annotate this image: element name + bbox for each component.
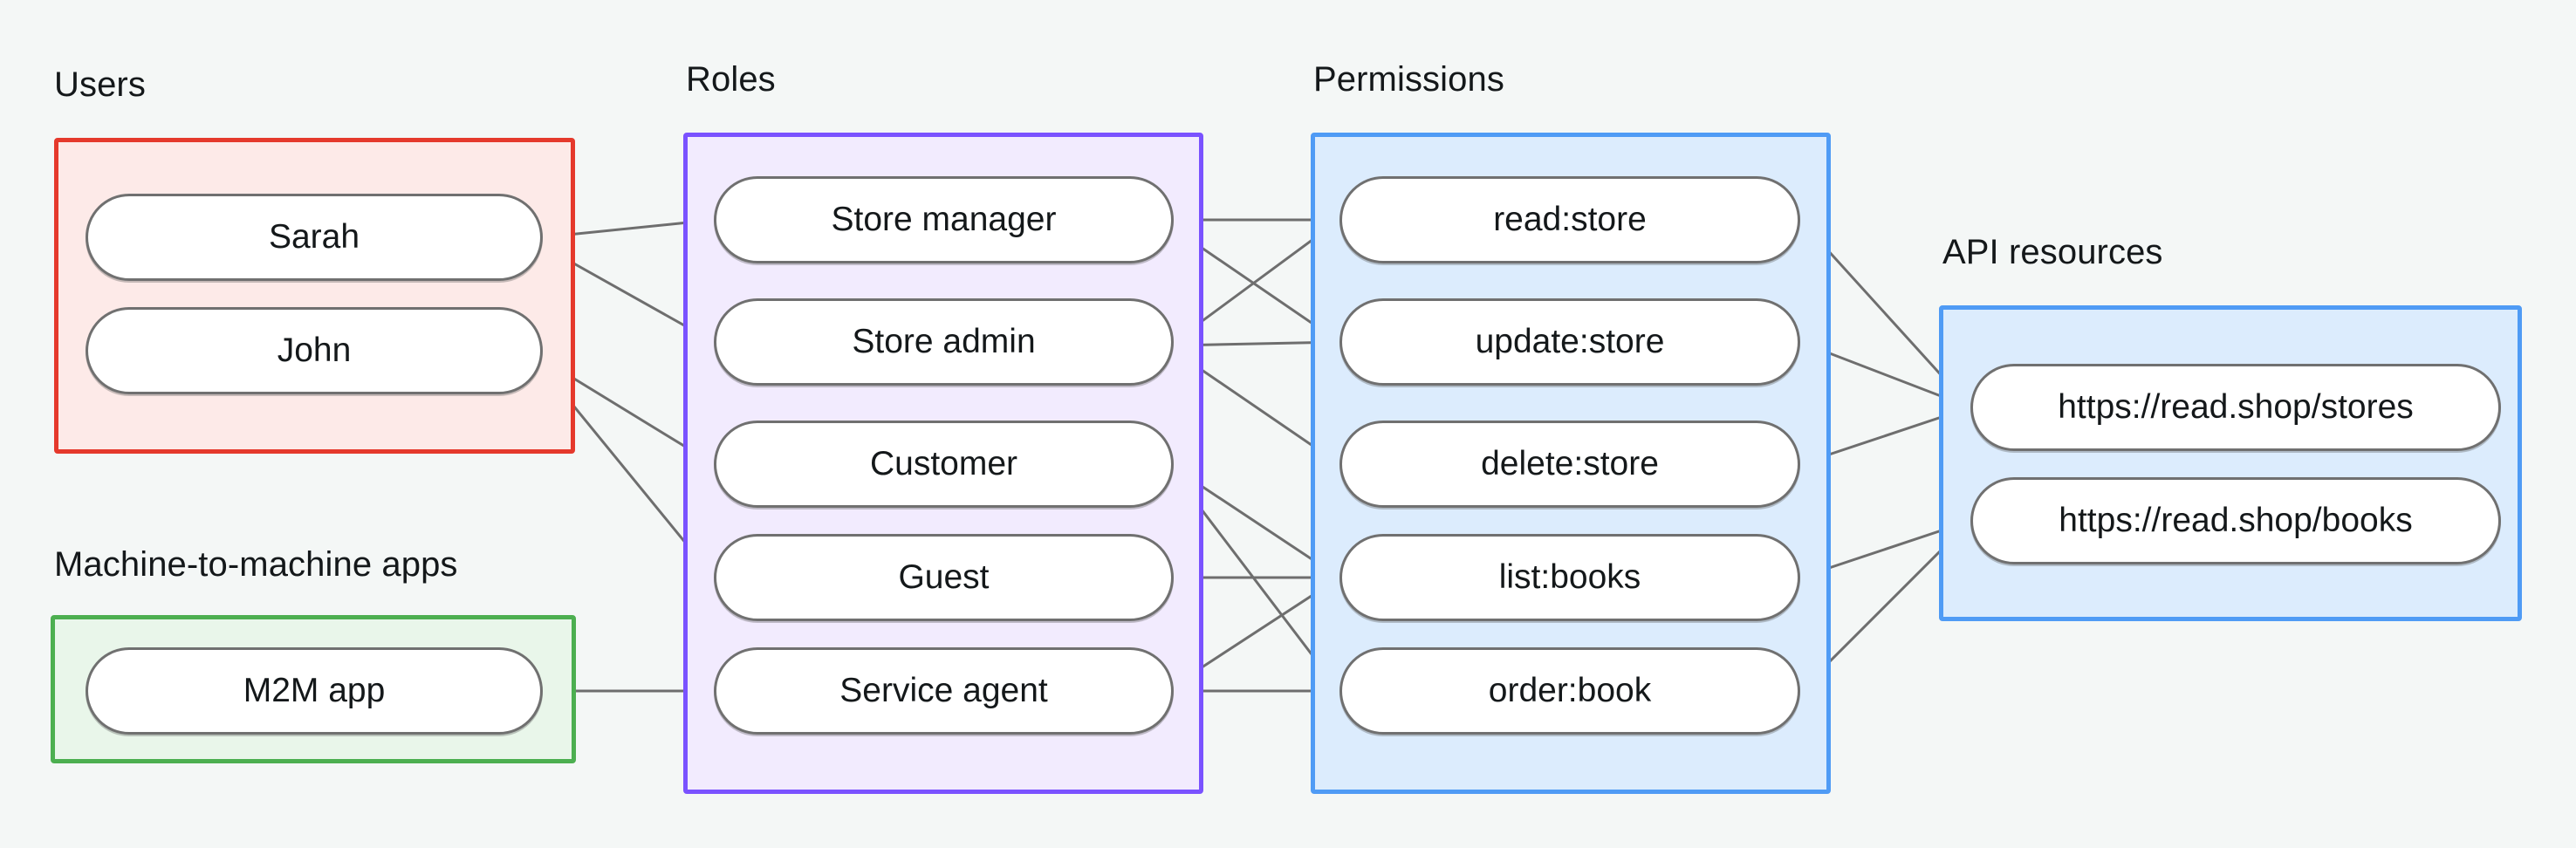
- node-read_store[interactable]: read:store: [1339, 176, 1800, 263]
- group-box-api: [1939, 305, 2522, 621]
- node-m2mapp[interactable]: M2M app: [86, 647, 543, 735]
- node-res_books[interactable]: https://read.shop/books: [1970, 477, 2501, 564]
- node-store_admin[interactable]: Store admin: [714, 298, 1174, 386]
- node-sarah[interactable]: Sarah: [86, 194, 543, 281]
- node-delete_store[interactable]: delete:store: [1339, 421, 1800, 508]
- node-list_books[interactable]: list:books: [1339, 534, 1800, 621]
- node-store_manager[interactable]: Store manager: [714, 176, 1174, 263]
- node-guest[interactable]: Guest: [714, 534, 1174, 621]
- group-label-users: Users: [54, 65, 146, 104]
- node-service_agent[interactable]: Service agent: [714, 647, 1174, 735]
- group-label-permissions: Permissions: [1313, 60, 1504, 99]
- node-res_stores[interactable]: https://read.shop/stores: [1970, 364, 2501, 451]
- node-update_store[interactable]: update:store: [1339, 298, 1800, 386]
- node-customer[interactable]: Customer: [714, 421, 1174, 508]
- node-order_book[interactable]: order:book: [1339, 647, 1800, 735]
- node-john[interactable]: John: [86, 307, 543, 394]
- group-label-m2m: Machine-to-machine apps: [54, 545, 458, 584]
- group-label-roles: Roles: [686, 60, 776, 99]
- group-box-users: [54, 138, 575, 454]
- group-label-api: API resources: [1942, 233, 2163, 271]
